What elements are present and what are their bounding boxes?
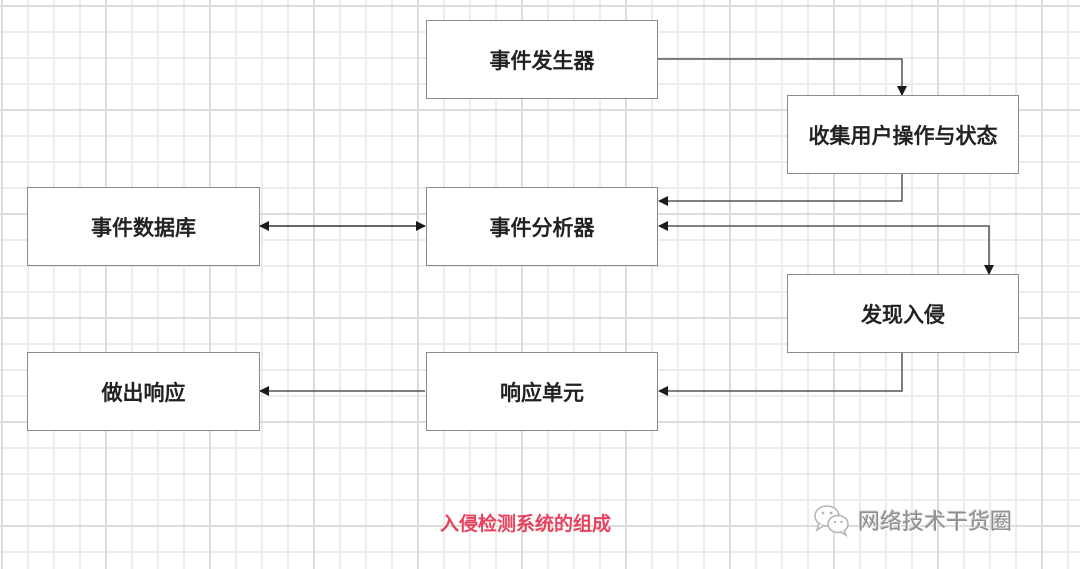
node-collect-user-ops[interactable]: 收集用户操作与状态 <box>787 95 1019 174</box>
node-label: 发现入侵 <box>861 302 945 327</box>
watermark-text: 网络技术干货圈 <box>858 510 1013 535</box>
node-event-database[interactable]: 事件数据库 <box>27 187 260 266</box>
diagram-caption: 入侵检测系统的组成 <box>440 513 612 535</box>
node-event-analyzer[interactable]: 事件分析器 <box>426 187 658 266</box>
edge-analyzer-intrusion <box>658 221 994 275</box>
edge-intrusion-to-response-unit <box>658 352 903 396</box>
node-label: 事件发生器 <box>489 48 595 73</box>
edge-generator-to-collect <box>658 58 907 96</box>
node-label: 收集用户操作与状态 <box>808 123 998 148</box>
node-response-unit[interactable]: 响应单元 <box>426 352 658 431</box>
node-label: 事件分析器 <box>489 215 595 240</box>
node-respond[interactable]: 做出响应 <box>27 352 260 431</box>
watermark: 网络技术干货圈 <box>812 503 1012 537</box>
node-label: 事件数据库 <box>91 215 196 240</box>
wechat-icon <box>814 505 849 537</box>
edge-collect-to-analyzer <box>658 174 903 206</box>
node-label: 响应单元 <box>500 380 584 405</box>
node-label: 做出响应 <box>101 380 186 405</box>
node-intrusion-found[interactable]: 发现入侵 <box>787 274 1019 353</box>
node-event-generator[interactable]: 事件发生器 <box>426 20 658 99</box>
